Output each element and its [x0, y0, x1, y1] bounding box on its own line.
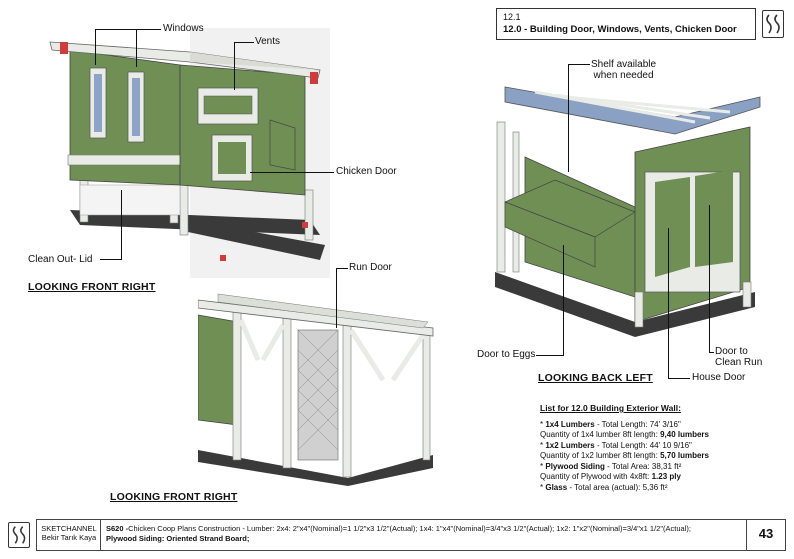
leader-chicken-door [250, 172, 334, 173]
label-chicken-door: Chicken Door [336, 166, 397, 177]
materials-row-part: 5,70 lumbers [660, 451, 709, 460]
materials-row-part: Quantity of Plywood with 4x8ft: [540, 472, 652, 481]
materials-row-part: - Total area (actual): 5,36 ft² [567, 482, 668, 492]
leader-door-to-eggs-up [563, 245, 564, 356]
leader-house-door-up [668, 228, 669, 379]
leader-vents [234, 42, 254, 43]
section-number: 12.1 [503, 12, 521, 22]
label-shelf: Shelf available when needed [591, 59, 657, 81]
footer-desc-line1: Chicken Coop Plans Construction - Lumber… [128, 524, 691, 533]
view-title-back-left: LOOKING BACK LEFT [538, 372, 653, 384]
leader-door-to-clean-run-up [709, 205, 710, 353]
leader-house-door [668, 378, 690, 379]
leader-door-to-clean-run [709, 352, 714, 353]
materials-row-part: * [540, 461, 544, 471]
view-title-front-right-2: LOOKING FRONT RIGHT [110, 491, 238, 503]
materials-row-part: - Total Length: 44' 10 9/16" [594, 440, 692, 450]
materials-row-part: Glass [545, 482, 568, 492]
materials-row-part: * [540, 440, 544, 450]
leader-shelf-drop [568, 64, 569, 172]
materials-row-part: 1x4 Lumbers [545, 419, 595, 429]
leader-clean-out-lid [100, 259, 122, 260]
coop-back-left-illustration [495, 86, 761, 337]
page-footer: SKETCHANNEL Bekir Tarık Kaya S620 -Chick… [8, 519, 786, 551]
materials-row-part: Quantity of 1x2 lumber 8ft length: [540, 451, 661, 460]
leader-run-door-drop [336, 268, 337, 328]
page-number: 43 [746, 519, 786, 551]
label-house-door: House Door [692, 372, 746, 383]
materials-row-part: - Total Length: 74' 3/16" [594, 419, 681, 429]
footer-code: S620 - [106, 524, 129, 533]
leader-run-door [336, 268, 348, 269]
section-title: 12.0 - Building Door, Windows, Vents, Ch… [503, 24, 737, 35]
materials-row-part: Plywood Siding [545, 461, 605, 471]
footer-logo-icon [8, 522, 30, 548]
materials-row: * Plywood Siding - Total Area: 38,31 ft² [540, 462, 780, 473]
footer-channel: SKETCHANNEL [41, 524, 97, 533]
materials-row-part: * [540, 419, 544, 429]
materials-row-part: 9,40 lumbers [660, 430, 709, 439]
leader-shelf [568, 64, 590, 65]
leader-vents-drop [234, 42, 235, 90]
label-door-to-clean-run: Door to Clean Run [715, 346, 763, 368]
materials-heading: List for 12.0 Building Exterior Wall: [540, 403, 681, 413]
materials-row: Quantity of Plywood with 4x8ft: 1.23 ply [540, 472, 780, 483]
materials-row: * 1x2 Lumbers - Total Length: 44' 10 9/1… [540, 441, 780, 452]
materials-row-part: * [540, 482, 544, 492]
label-run-door: Run Door [349, 262, 392, 273]
label-windows: Windows [163, 23, 204, 34]
leader-windows-drop2 [136, 29, 137, 67]
leader-windows-drop1 [95, 29, 96, 65]
materials-list: List for 12.0 Building Exterior Wall: * … [540, 403, 780, 493]
section-title-box: 12.1 12.0 - Building Door, Windows, Vent… [496, 8, 756, 40]
materials-row-part: 1x2 Lumbers [545, 440, 595, 450]
materials-row: Quantity of 1x4 lumber 8ft length: 9,40 … [540, 430, 780, 441]
footer-channel-box: SKETCHANNEL Bekir Tarık Kaya [36, 519, 102, 551]
sketchannel-logo-icon [762, 10, 784, 38]
label-vents: Vents [255, 36, 281, 47]
materials-row-part: - Total Area: 38,31 ft² [604, 461, 682, 471]
footer-desc-line2: Plywood Siding: Oriented Strand Board; [106, 534, 250, 543]
materials-row-part: Quantity of 1x4 lumber 8ft length: [540, 430, 661, 439]
materials-row: * 1x4 Lumbers - Total Length: 74' 3/16" [540, 420, 780, 431]
coop-run-illustration [198, 293, 434, 486]
materials-row-part: 1.23 ply [651, 472, 681, 481]
label-clean-out-lid: Clean Out- Lid [28, 254, 93, 265]
leader-door-to-eggs [536, 355, 564, 356]
footer-description: S620 -Chicken Coop Plans Construction - … [100, 519, 752, 551]
label-door-to-eggs: Door to Eggs [477, 349, 536, 360]
footer-author: Bekir Tarık Kaya [41, 533, 97, 542]
materials-row: Quantity of 1x2 lumber 8ft length: 5,70 … [540, 451, 780, 462]
view-title-front-right-1: LOOKING FRONT RIGHT [28, 281, 156, 293]
leader-clean-out-lid-up [121, 190, 122, 260]
materials-rows: * 1x4 Lumbers - Total Length: 74' 3/16"Q… [540, 420, 780, 494]
materials-row: * Glass - Total area (actual): 5,36 ft² [540, 483, 780, 494]
coop-front-right-illustration [49, 28, 330, 278]
leader-windows [95, 29, 161, 30]
